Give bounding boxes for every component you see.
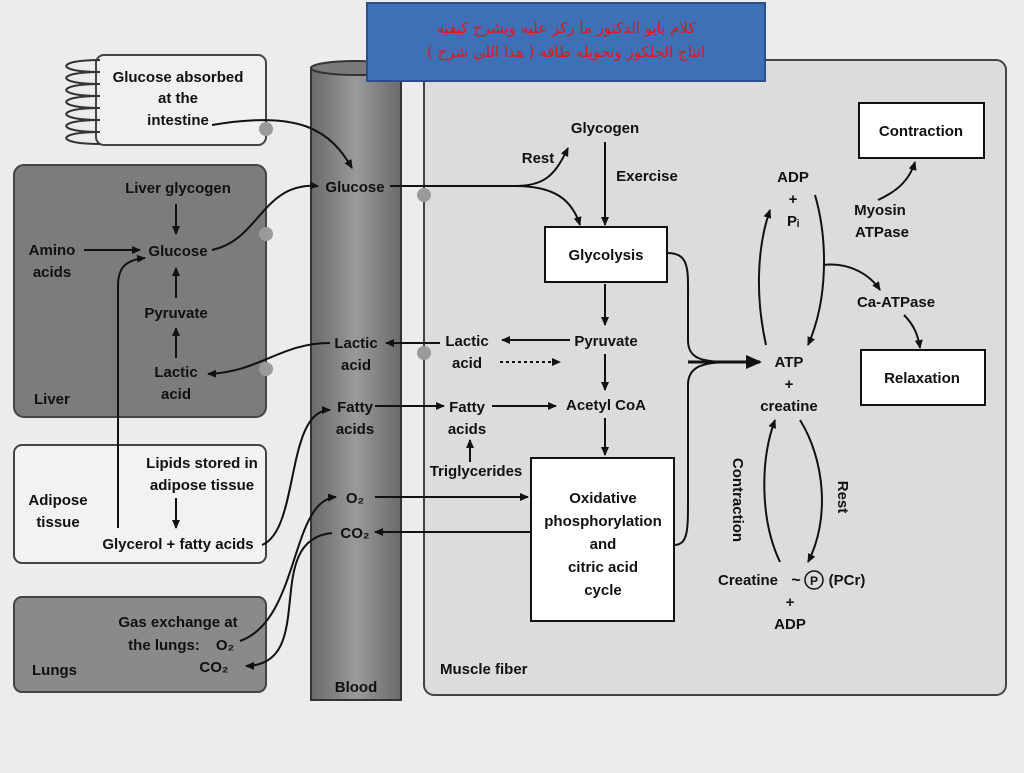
contraction-side: Contraction — [729, 458, 746, 542]
ox-line-5: cycle — [584, 582, 622, 599]
adipose-lipids-2: adipose tissue — [150, 477, 254, 494]
adipose-panel — [13, 444, 267, 564]
adp-top: ADP — [777, 169, 809, 186]
port-dot — [259, 227, 273, 241]
ox-line-1: Oxidative — [569, 490, 637, 507]
liver-glucose: Glucose — [148, 243, 207, 260]
liver-panel — [13, 164, 267, 418]
muscle-acetyl: Acetyl CoA — [566, 397, 646, 414]
lungs-gas-2: the lungs: — [128, 637, 200, 654]
contraction-box-label: Contraction — [879, 123, 963, 140]
blood-co2: CO₂ — [340, 525, 369, 542]
blood-fatty-1: Fatty — [337, 399, 373, 416]
plus-bottom: + — [786, 594, 795, 611]
adp-bottom: ADP — [774, 616, 806, 633]
glycolysis-box — [544, 226, 668, 283]
port-dot — [259, 122, 273, 136]
muscle-rest: Rest — [522, 150, 555, 167]
relaxation-box-label: Relaxation — [884, 370, 960, 387]
liver-title: Liver — [34, 391, 70, 408]
intestine-label-3: intestine — [147, 112, 209, 129]
myosin-2: ATPase — [855, 224, 909, 241]
adipose-title-1: Adipose — [28, 492, 87, 509]
muscle-fatty-1: Fatty — [449, 399, 485, 416]
muscle-exercise: Exercise — [616, 168, 678, 185]
atp-label: ATP — [775, 354, 804, 371]
oxidative-box — [530, 457, 675, 622]
liver-lactic-2: acid — [161, 386, 191, 403]
ox-line-2: phosphorylation — [544, 513, 662, 530]
port-dot — [259, 362, 273, 376]
plus-mid: + — [785, 376, 794, 393]
muscle-lactic-1: Lactic — [445, 333, 488, 350]
muscle-pyruvate: Pyruvate — [574, 333, 637, 350]
contraction-box — [858, 102, 985, 159]
myosin-1: Myosin — [854, 202, 906, 219]
adipose-title-2: tissue — [36, 514, 79, 531]
port-dot — [417, 188, 431, 202]
phosphate-circle — [804, 570, 824, 590]
liver-amino-2: acids — [33, 264, 71, 281]
pi-top: Pᵢ — [787, 213, 799, 230]
intestine-label-2: at the — [158, 90, 198, 107]
muscle-fatty-2: acids — [448, 421, 486, 438]
blood-vessel — [310, 67, 402, 701]
liver-amino-1: Amino — [29, 242, 76, 259]
rest-side: Rest — [834, 481, 851, 514]
tilde-symbol: ~ — [791, 572, 800, 589]
pcr-label: (PCr) — [829, 572, 866, 589]
relaxation-box — [860, 349, 986, 406]
blood-lactic-1: Lactic — [334, 335, 377, 352]
note-line-2: انتاج الجلكوز وتحويله طاقه ( هذا اللي شر… — [426, 43, 706, 61]
liver-pyruvate: Pyruvate — [144, 305, 207, 322]
blood-lactic-2: acid — [341, 357, 371, 374]
liver-glycogen: Liver glycogen — [125, 180, 231, 197]
intestine-villi — [65, 59, 101, 145]
muscle-glycogen: Glycogen — [571, 120, 639, 137]
arrows — [84, 119, 923, 670]
intestine-label-1: Glucose absorbed — [113, 69, 244, 86]
blood-fatty-2: acids — [336, 421, 374, 438]
lungs-co2: CO₂ — [199, 659, 228, 676]
plus-top: + — [789, 191, 798, 208]
muscle-triglycerides: Triglycerides — [430, 463, 523, 480]
note-line-1: كلام بايو الدكتور ما ركز عليه ويشرح كيفي… — [436, 19, 696, 37]
phosphate-p: P — [810, 574, 818, 588]
ca-atpase: Ca-ATPase — [857, 294, 935, 311]
port-dot — [417, 346, 431, 360]
creatine-mid: creatine — [760, 398, 818, 415]
lungs-panel — [13, 596, 267, 693]
liver-lactic-1: Lactic — [154, 364, 197, 381]
muscle-glycolysis: Glycolysis — [568, 247, 643, 264]
ox-line-3: and — [590, 536, 617, 553]
muscle-title: Muscle fiber — [440, 661, 528, 678]
adipose-glycerol: Glycerol + fatty acids — [102, 536, 253, 553]
muscle-lactic-2: acid — [452, 355, 482, 372]
arabic-note: كلام بايو الدكتور ما ركز عليه ويشرح كيفي… — [366, 2, 766, 82]
blood-o2: O₂ — [346, 490, 364, 507]
ox-line-4: citric acid — [568, 559, 638, 576]
lungs-o2: O₂ — [216, 637, 234, 654]
adipose-lipids-1: Lipids stored in — [146, 455, 258, 472]
creatine-bottom: Creatine — [718, 572, 778, 589]
blood-glucose: Glucose — [325, 179, 384, 196]
blood-title: Blood — [335, 679, 378, 696]
lungs-gas-1: Gas exchange at — [118, 614, 237, 631]
lungs-title: Lungs — [32, 662, 77, 679]
